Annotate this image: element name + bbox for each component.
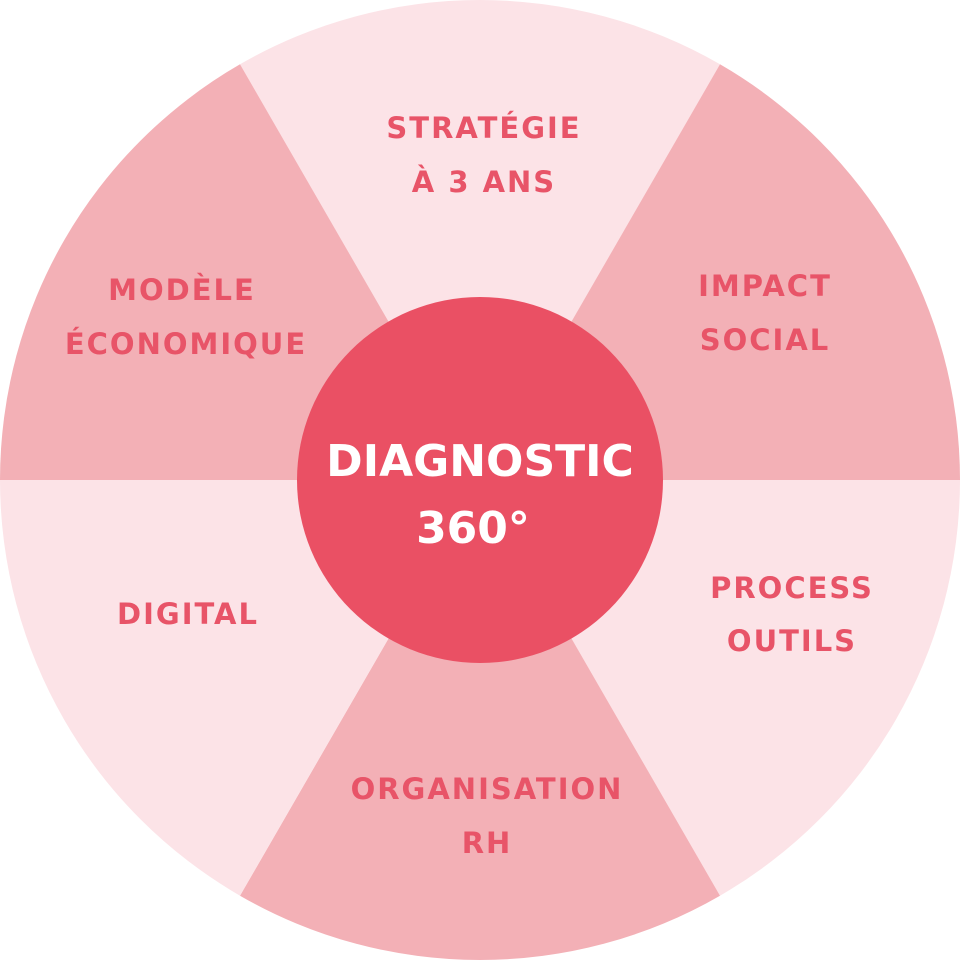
segment-organisation <box>240 480 720 960</box>
label-modele-line2: ÉCONOMIQUE <box>65 327 307 361</box>
label-modele: MODÈLE ÉCONOMIQUE <box>65 273 307 361</box>
label-process: PROCESS OUTILS <box>710 571 874 658</box>
label-strategie-line2: À 3 ANS <box>412 165 556 199</box>
center-title: DIAGNOSTIC <box>326 436 634 487</box>
label-organisation: ORGANISATION RH <box>351 772 624 860</box>
label-impact-line2: SOCIAL <box>700 323 831 357</box>
label-digital-line1: DIGITAL <box>117 597 259 631</box>
label-process-line1: PROCESS <box>710 571 874 605</box>
label-impact: IMPACT SOCIAL <box>698 269 832 357</box>
label-process-line2: OUTILS <box>727 624 857 658</box>
label-modele-line1: MODÈLE <box>108 273 256 307</box>
label-organisation-line2: RH <box>462 826 513 860</box>
label-impact-line1: IMPACT <box>698 269 832 303</box>
label-strategie-line1: STRATÉGIE <box>386 111 581 145</box>
label-strategie: STRATÉGIE À 3 ANS <box>386 111 581 199</box>
segment-strategie <box>240 0 720 481</box>
label-organisation-line1: ORGANISATION <box>351 772 624 806</box>
center-circle <box>297 297 663 663</box>
center-subtitle: 360° <box>416 503 530 554</box>
label-digital: DIGITAL <box>117 597 259 631</box>
